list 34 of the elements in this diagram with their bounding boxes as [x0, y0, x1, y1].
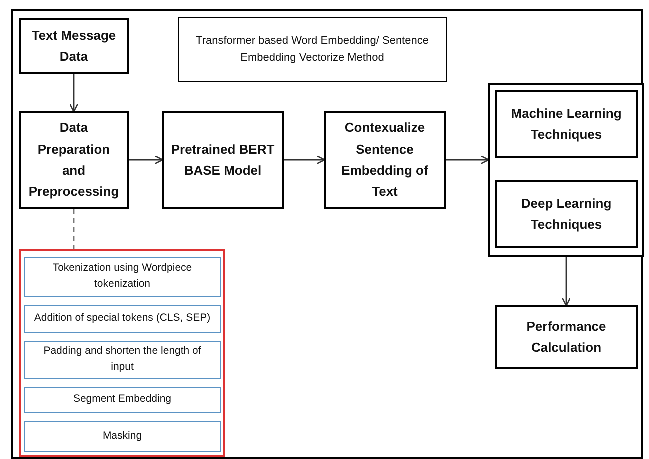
- box-label: Padding and shorten the length of input: [42, 344, 202, 375]
- box-label: Deep Learning Techniques: [520, 194, 613, 234]
- box-label: Tokenization using Wordpiece tokenization: [52, 261, 194, 292]
- process-box: [495, 90, 638, 158]
- process-box: [495, 305, 638, 369]
- box-label: Segment Embedding: [73, 392, 172, 408]
- arrow: [446, 155, 490, 165]
- box-label: Transformer based Word Embedding/ Sentence Embedding Vectorize Method: [195, 34, 430, 66]
- process-box: [162, 111, 284, 209]
- group-box: [488, 83, 644, 257]
- step-box: [24, 421, 221, 452]
- box-label: Text Message Data: [30, 26, 118, 66]
- process-box: [19, 111, 129, 209]
- box-label: Machine Learning Techniques: [510, 104, 623, 144]
- connector-line: [73, 209, 75, 249]
- box-label: Contexualize Sentence Embedding of Text: [340, 119, 430, 202]
- process-box: [19, 18, 129, 74]
- arrow: [562, 257, 572, 307]
- box-label: Performance Calculation: [526, 318, 608, 357]
- process-box: [495, 180, 638, 248]
- step-box: [24, 257, 221, 297]
- arrow: [284, 155, 326, 165]
- title-box: [178, 17, 447, 82]
- arrow: [69, 74, 79, 113]
- step-box: [24, 341, 221, 379]
- box-label: Addition of special tokens (CLS, SEP): [34, 311, 211, 326]
- arrow: [129, 155, 164, 165]
- box-label: Data Preparation and Preprocessing: [28, 119, 120, 202]
- step-box: [24, 387, 221, 413]
- box-label: Masking: [102, 428, 142, 444]
- step-box: [24, 305, 221, 333]
- process-box: [324, 111, 446, 209]
- box-label: Pretrained BERT BASE Model: [170, 140, 276, 180]
- group-box: [19, 249, 225, 457]
